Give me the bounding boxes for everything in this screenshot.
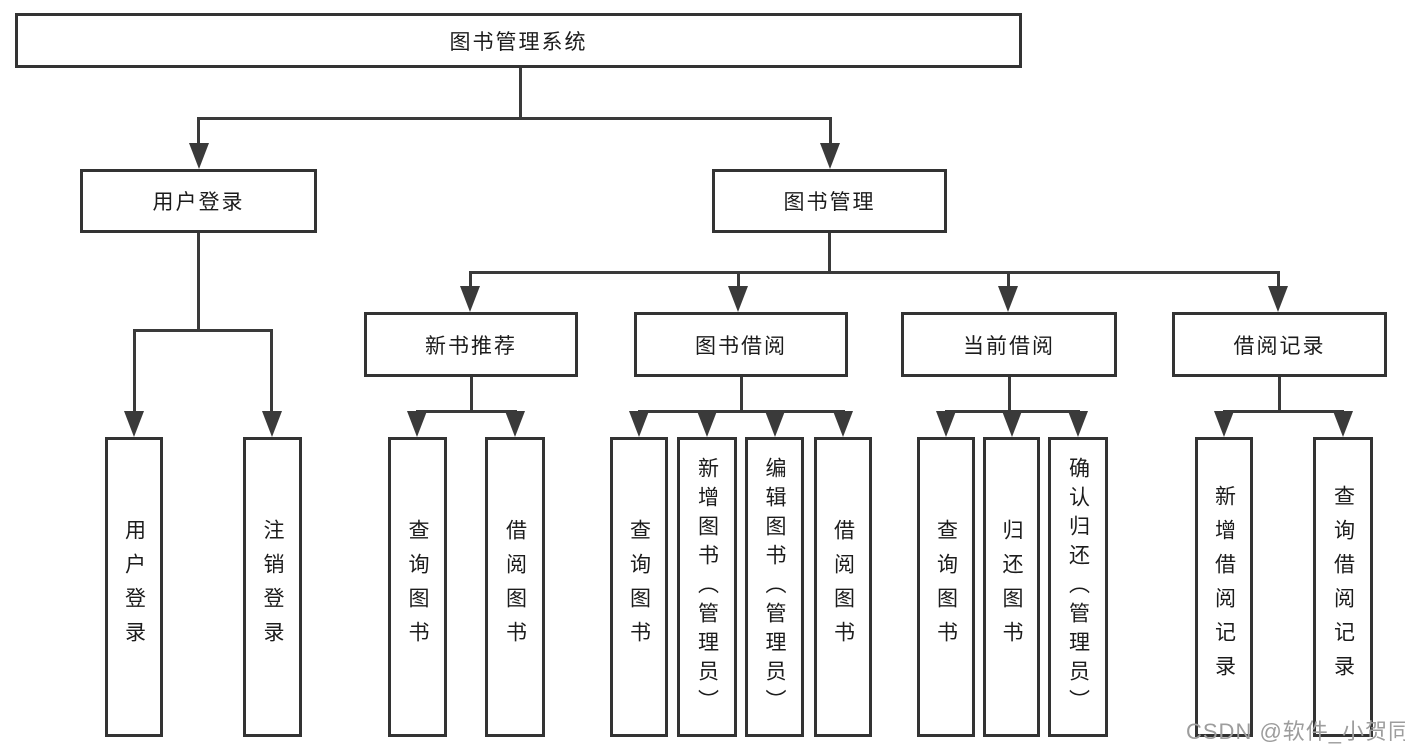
leaf-logout: 注销登录	[243, 437, 302, 737]
connector-line	[1008, 376, 1011, 412]
arrow-down-icon	[1214, 411, 1234, 437]
connector-line	[519, 68, 522, 119]
connector-line	[197, 117, 200, 145]
arrow-down-icon	[998, 286, 1018, 312]
connector-line	[638, 410, 845, 413]
connector-line	[270, 329, 273, 413]
leaf-borrow-books-recommend: 借阅图书	[485, 437, 545, 737]
arrow-down-icon	[505, 411, 525, 437]
leaf-query-borrow-record-label: 查询借阅记录	[1331, 485, 1355, 689]
arrow-down-icon	[728, 286, 748, 312]
node-current-borrow: 当前借阅	[901, 312, 1117, 377]
connector-line	[469, 271, 472, 288]
leaf-query-books-recommend: 查询图书	[388, 437, 447, 737]
arrow-down-icon	[262, 411, 282, 437]
node-new-book-recommend: 新书推荐	[364, 312, 578, 377]
connector-line	[1223, 410, 1344, 413]
connector-line	[1278, 376, 1281, 412]
leaf-query-books-recommend-label: 查询图书	[406, 519, 429, 655]
node-book-borrow-label: 图书借阅	[695, 334, 787, 358]
connector-line	[197, 117, 832, 120]
leaf-add-borrow-record: 新增借阅记录	[1195, 437, 1253, 737]
connector-line	[1277, 271, 1280, 288]
arrow-down-icon	[1268, 286, 1288, 312]
connector-line	[1007, 271, 1010, 288]
leaf-add-book-admin-label: 新增图书（管理员）	[695, 456, 719, 718]
leaf-query-books-borrow-label: 查询图书	[627, 519, 651, 655]
root-node-library-management-system: 图书管理系统	[15, 13, 1022, 68]
node-current-borrow-label: 当前借阅	[963, 334, 1055, 358]
root-node-label: 图书管理系统	[449, 30, 588, 54]
leaf-add-borrow-record-label: 新增借阅记录	[1212, 485, 1236, 689]
leaf-confirm-return-admin-label: 确认归还（管理员）	[1066, 456, 1090, 718]
connector-line	[197, 233, 200, 332]
leaf-user-login-label: 用户登录	[122, 519, 146, 655]
connector-line	[133, 329, 273, 332]
arrow-down-icon	[833, 411, 853, 437]
node-user-login-label: 用户登录	[152, 191, 245, 214]
arrow-down-icon	[1068, 411, 1088, 437]
node-borrow-records-label: 借阅记录	[1233, 334, 1326, 358]
leaf-query-books-current-label: 查询图书	[934, 519, 958, 655]
leaf-query-books-borrow: 查询图书	[610, 437, 668, 737]
node-new-book-recommend-label: 新书推荐	[425, 334, 517, 358]
connector-line	[737, 271, 740, 288]
arrow-down-icon	[124, 411, 144, 437]
arrow-down-icon	[697, 411, 717, 437]
leaf-logout-label: 注销登录	[261, 519, 284, 655]
node-borrow-records: 借阅记录	[1172, 312, 1387, 377]
leaf-borrow-books-label: 借阅图书	[831, 519, 855, 655]
arrow-down-icon	[460, 286, 480, 312]
connector-line	[469, 271, 1280, 274]
leaf-query-books-current: 查询图书	[917, 437, 975, 737]
arrow-down-icon	[189, 143, 209, 169]
arrow-down-icon	[1002, 411, 1022, 437]
leaf-add-book-admin: 新增图书（管理员）	[677, 437, 737, 737]
node-user-login: 用户登录	[80, 169, 317, 233]
connector-line	[470, 376, 473, 412]
connector-line	[829, 117, 832, 145]
leaf-edit-book-admin-label: 编辑图书（管理员）	[763, 456, 786, 718]
arrow-down-icon	[629, 411, 649, 437]
connector-line	[416, 410, 517, 413]
leaf-borrow-books-recommend-label: 借阅图书	[503, 519, 527, 655]
arrow-down-icon	[407, 411, 427, 437]
leaf-borrow-books: 借阅图书	[814, 437, 872, 737]
node-book-management-label: 图书管理	[783, 191, 876, 214]
watermark: CSDN @软件_小贺同学	[1186, 719, 1405, 744]
node-book-borrow: 图书借阅	[634, 312, 848, 377]
arrow-down-icon	[765, 411, 785, 437]
arrow-down-icon	[936, 411, 956, 437]
node-book-management: 图书管理	[712, 169, 947, 233]
leaf-user-login: 用户登录	[105, 437, 163, 737]
leaf-confirm-return-admin: 确认归还（管理员）	[1048, 437, 1108, 737]
arrow-down-icon	[1333, 411, 1353, 437]
leaf-edit-book-admin: 编辑图书（管理员）	[745, 437, 804, 737]
connector-line	[740, 376, 743, 412]
connector-line	[133, 329, 136, 413]
connector-line	[828, 233, 831, 274]
leaf-return-books: 归还图书	[983, 437, 1040, 737]
arrow-down-icon	[820, 143, 840, 169]
leaf-query-borrow-record: 查询借阅记录	[1313, 437, 1373, 737]
leaf-return-books-label: 归还图书	[1000, 519, 1023, 655]
